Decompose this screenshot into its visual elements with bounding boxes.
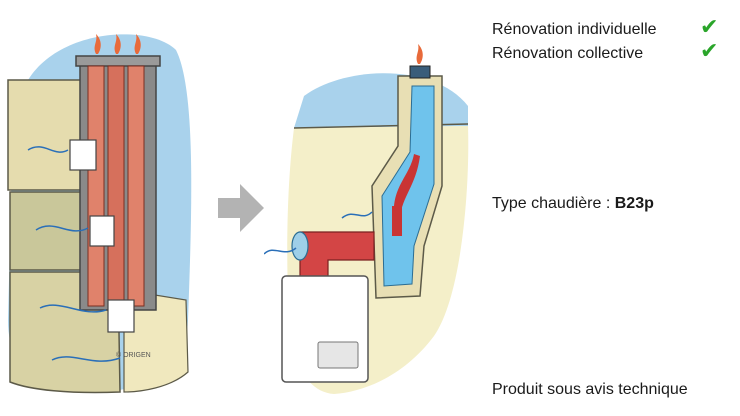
boiler-middle	[89, 215, 115, 247]
label-type-chaudiere: Type chaudière : B23p	[492, 194, 654, 214]
air-line-3	[39, 304, 107, 313]
air-line-mid	[341, 211, 373, 219]
flame-2	[114, 34, 121, 54]
red-flue-pipe-lower	[392, 206, 402, 236]
air-line-left	[264, 247, 297, 255]
flame-top	[416, 44, 423, 64]
flue-end-cap	[291, 231, 309, 261]
flame-3	[134, 34, 141, 54]
flue-duct-3	[127, 65, 145, 307]
air-line-1	[27, 146, 69, 153]
flame-1	[94, 34, 101, 54]
type-prefix: Type chaudière :	[492, 195, 615, 212]
wall-right	[123, 289, 189, 393]
check-icon: ✔	[700, 14, 719, 39]
type-value: B23p	[614, 195, 654, 212]
air-line-4	[51, 356, 121, 362]
individual-boiler-renovation-illustration	[264, 44, 469, 394]
arrow-right-icon	[218, 184, 264, 232]
copyright-mark: © ORIGEN	[116, 352, 151, 359]
label-renovation-collective: Rénovation collective	[492, 45, 644, 62]
boiler-bottom	[107, 299, 135, 333]
red-flue-pipe	[393, 154, 420, 218]
building-collective-chimney-illustration	[7, 34, 192, 394]
chimney-cap	[75, 55, 161, 67]
boiler-front-panel	[317, 341, 359, 369]
boiler-top	[69, 139, 97, 171]
label-avis-technique: Produit sous avis technique	[492, 381, 688, 398]
flue-duct-1	[87, 65, 105, 307]
chimney-terminal	[409, 65, 431, 79]
flue-duct-2	[107, 65, 125, 307]
label-renovation-individuelle: Rénovation individuelle	[492, 21, 657, 38]
check-icon: ✔	[700, 38, 719, 63]
air-line-2	[35, 225, 89, 232]
